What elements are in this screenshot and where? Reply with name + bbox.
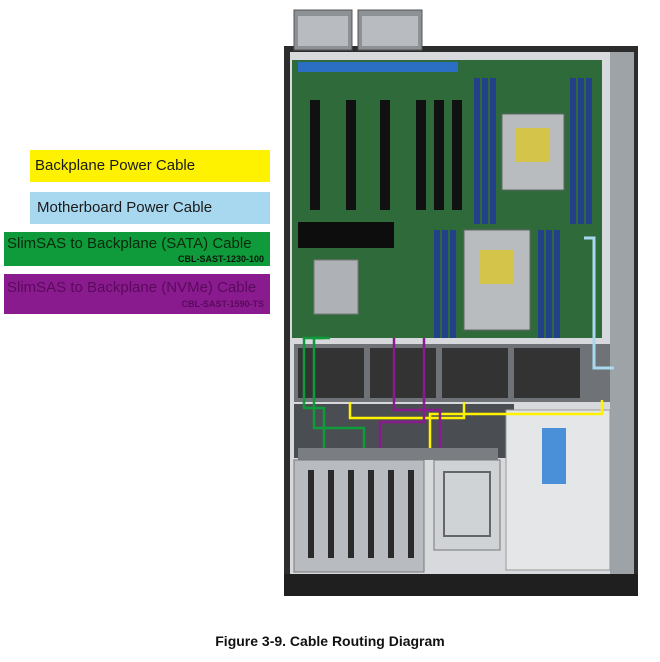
drive-slot-3 bbox=[348, 470, 354, 558]
dimm-bank-2b bbox=[442, 230, 448, 338]
cpu-1-label bbox=[516, 128, 550, 162]
pcie-slot-5 bbox=[434, 100, 444, 210]
rear-fan-2-grille bbox=[362, 16, 418, 46]
chassis-side-rail bbox=[610, 52, 634, 582]
dimm-bank-1d bbox=[570, 78, 576, 224]
front-bezel bbox=[284, 574, 638, 596]
cpu-2-label bbox=[480, 250, 514, 284]
dimm-bank-2a bbox=[434, 230, 440, 338]
pcie-slot-2 bbox=[346, 100, 356, 210]
legend-slimsas-sata: SlimSAS to Backplane (SATA) Cable CBL-SA… bbox=[4, 232, 270, 266]
drive-slot-5 bbox=[388, 470, 394, 558]
slimsas-sata-cable-2 bbox=[312, 336, 366, 448]
system-fan-1 bbox=[298, 348, 364, 398]
drive-cage-handle bbox=[443, 471, 491, 537]
dimm-bank-2c bbox=[450, 230, 456, 338]
server-chassis-diagram bbox=[284, 9, 638, 596]
dimm-bank-1c bbox=[490, 78, 496, 224]
legend-backplane-power-label: Backplane Power Cable bbox=[35, 157, 196, 174]
dimm-bank-1e bbox=[578, 78, 584, 224]
backplane-power-cable-1 bbox=[348, 402, 466, 420]
dimm-bank-1b bbox=[482, 78, 488, 224]
dimm-bank-2d bbox=[538, 230, 544, 338]
pcie-slot-4 bbox=[416, 100, 426, 210]
legend-motherboard-power: Motherboard Power Cable bbox=[30, 192, 270, 224]
pcie-slot-1 bbox=[310, 100, 320, 210]
blue-latch-icon bbox=[542, 428, 566, 484]
legend-motherboard-power-label: Motherboard Power Cable bbox=[37, 199, 213, 216]
system-fan-4 bbox=[514, 348, 580, 398]
drive-slot-4 bbox=[368, 470, 374, 558]
legend-slimsas-nvme-label: SlimSAS to Backplane (NVMe) Cable bbox=[7, 279, 257, 296]
drive-slot-1 bbox=[308, 470, 314, 558]
chipset-heatsink bbox=[313, 259, 359, 315]
drive-slot-6 bbox=[408, 470, 414, 558]
legend-slimsas-sata-part: CBL-SAST-1230-100 bbox=[177, 254, 264, 264]
slimsas-nvme-cable-1 bbox=[392, 338, 442, 448]
dimm-bank-2e bbox=[546, 230, 552, 338]
dimm-bank-1f bbox=[586, 78, 592, 224]
slimsas-sata-cable-1 bbox=[302, 336, 330, 448]
legend-slimsas-sata-label: SlimSAS to Backplane (SATA) Cable bbox=[7, 235, 252, 252]
system-fan-2 bbox=[370, 348, 436, 398]
pcie-slot-horizontal bbox=[298, 222, 394, 248]
backplane-power-cable-2 bbox=[428, 400, 604, 448]
system-fan-3 bbox=[442, 348, 508, 398]
dimm-bank-2f bbox=[554, 230, 560, 338]
pcie-slot-6 bbox=[452, 100, 462, 210]
figure-caption: Figure 3-9. Cable Routing Diagram bbox=[215, 633, 445, 649]
rear-io-connectors bbox=[298, 62, 458, 72]
motherboard-power-cable bbox=[584, 236, 614, 370]
legend-backplane-power: Backplane Power Cable bbox=[30, 150, 270, 182]
slimsas-nvme-cable-2 bbox=[378, 338, 426, 448]
legend-slimsas-nvme-part: CBL-SAST-1590-TS bbox=[181, 299, 264, 309]
drive-cage-left bbox=[293, 459, 425, 573]
dimm-bank-1a bbox=[474, 78, 480, 224]
backplane-board bbox=[298, 448, 498, 460]
legend-slimsas-nvme: SlimSAS to Backplane (NVMe) Cable CBL-SA… bbox=[4, 274, 270, 314]
rear-fan-1-grille bbox=[298, 16, 348, 46]
drive-slot-2 bbox=[328, 470, 334, 558]
pcie-slot-3 bbox=[380, 100, 390, 210]
